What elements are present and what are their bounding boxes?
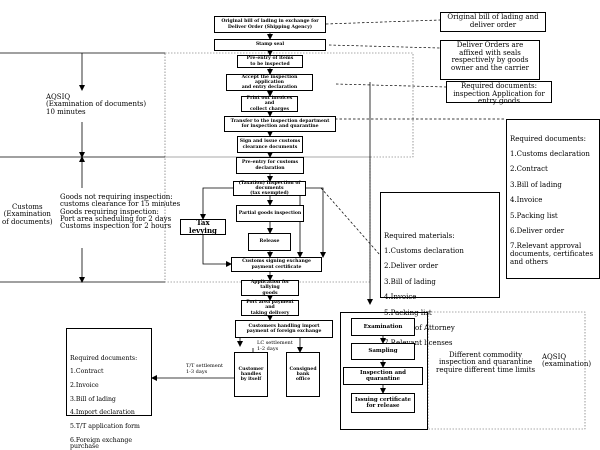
tt-settlement-label: T/T settlement 1-3 days [186, 363, 223, 375]
payment-document-item: 6.Foreign exchange purchase form [70, 436, 132, 450]
aqsiq-region [164, 52, 414, 158]
step-partial-goods-inspection: Partial goods inspection [236, 205, 304, 222]
required-material-item: 5.Packing list [384, 308, 432, 317]
step-original-bill-of-lading: Original bill of lading in exchange for … [214, 16, 326, 33]
step-inspection-and-quarantine: Inspection and quarantine [343, 367, 423, 385]
aqsiq-documents-label: AQSIQ (Examination of documents) 10 minu… [46, 93, 147, 116]
step-stamp-seal: Stamp seal [214, 39, 326, 51]
note-inspection-application: Required documents: inspection Applicati… [446, 81, 552, 105]
different-commodity-note: Different commodity inspection and quara… [436, 351, 536, 374]
step-accept-inspection-application: Accept the inspection application and en… [226, 74, 313, 91]
aqsiq-exam-region [427, 311, 586, 430]
customs-time-limits: Goods not requiring inspection: customs … [60, 193, 181, 231]
step-sign-issue-clearance: Sign and issue customs clearance documen… [237, 136, 303, 153]
step-import-payment-foreign-exchange: Customers handling import payment of for… [235, 320, 333, 338]
required-material-item: 4.Invoice [384, 293, 417, 302]
note-deliver-orders-seals: Deliver Orders are affixed with seals re… [440, 40, 540, 80]
required-materials-title: Required materials: [384, 231, 455, 240]
payment-document-item: 1.Contract [70, 368, 104, 376]
required-document-item: 3.Bill of lading [510, 180, 562, 189]
required-documents-payment-box: Required documents: 1.Contract 2.Invoice… [66, 328, 152, 450]
required-document-item: 2.Contract [510, 165, 548, 174]
required-document-item: 6.Deliver order [510, 226, 565, 235]
step-taxation-inspection: (Taxation) Inspection of documents (tax … [233, 181, 306, 196]
customer-handles-itself-box: Customer handles by itself [234, 352, 268, 397]
required-material-item: 1.Customs declaration [384, 247, 464, 256]
required-documents-customs-box: Required documents: 1.Customs declaratio… [506, 119, 600, 279]
required-document-item: 5.Packing list [510, 211, 558, 220]
note-original-bill-and-deliver-order: Original bill of lading and deliver orde… [440, 12, 546, 32]
lc-settlement-label: LC settlement 1-2 days [257, 340, 293, 352]
required-materials-box: Required materials: 1.Customs declaratio… [380, 192, 500, 347]
required-document-item: 4.Invoice [510, 196, 543, 205]
payment-document-item: 5.T/T application form [70, 422, 140, 430]
step-issuing-certificate: Issuing certificate for release [351, 393, 415, 413]
step-application-tallying: Application for tallying goods [241, 280, 299, 296]
step-release: Release [248, 233, 291, 251]
required-material-item: 2.Deliver order [384, 262, 439, 271]
step-examination: Examination [351, 318, 415, 336]
payment-documents-title: Required documents: [70, 354, 138, 362]
step-transfer-inspection-dept: Transfer to the inspection department fo… [224, 116, 336, 132]
step-customs-exchange-certificate: Customs signing exchange payment certifi… [231, 257, 322, 272]
step-sampling: Sampling [351, 343, 415, 360]
aqsiq-examination-label: AQSIQ (examination) [542, 353, 592, 369]
step-port-area-payment: Port area payment and taking delivery [241, 300, 299, 316]
payment-document-item: 2.Invoice [70, 382, 99, 390]
step-tax-levying: Tax levying [180, 218, 226, 235]
required-documents-title: Required documents: [510, 134, 587, 143]
required-document-item: 1.Customs declaration [510, 150, 590, 159]
consigned-bank-office-box: Consigned bank office [286, 352, 320, 397]
step-pre-entry-customs: Pre-entry for customs declaration [236, 157, 304, 174]
payment-document-item: 4.Import declaration [70, 409, 135, 417]
step-print-invoices: Print out invoices and collect charges [241, 96, 298, 112]
required-material-item: 3.Bill of lading [384, 277, 436, 286]
required-document-item: 7.Relevant approval documents, certifica… [510, 242, 594, 266]
step-pre-entry-inspection: Pre-entry of items to be inspected [237, 55, 303, 68]
payment-document-item: 3.Bill of lading [70, 395, 116, 403]
customs-label: Customs (Examination of documents) [2, 203, 53, 226]
